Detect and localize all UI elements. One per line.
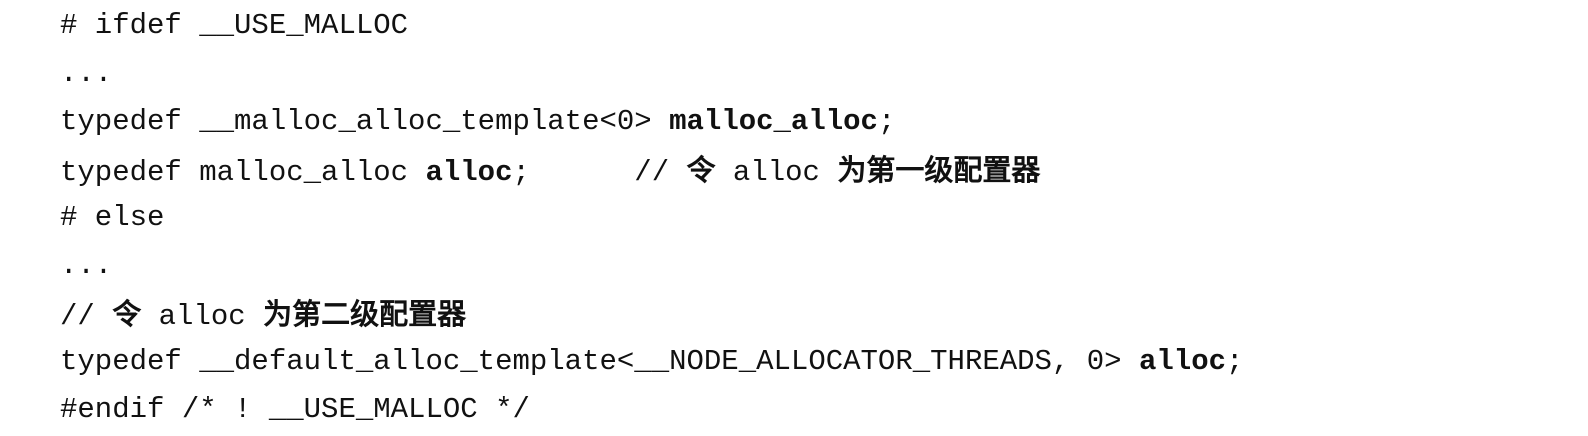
code-line: # else	[60, 194, 1570, 242]
code-identifier-bold: malloc_alloc	[669, 105, 878, 138]
code-line: typedef __default_alloc_template<__NODE_…	[60, 338, 1570, 386]
code-comment-cjk: 令	[112, 297, 142, 331]
code-text: #endif /* ! __USE_MALLOC */	[60, 393, 530, 426]
code-text: ...	[60, 57, 113, 90]
code-comment-cjk: 令	[686, 153, 716, 187]
code-comment-cjk: 为第一级配置器	[837, 153, 1041, 187]
code-text: ;	[1226, 345, 1244, 378]
code-text: ;	[877, 105, 896, 138]
code-line: typedef __malloc_alloc_template<0> mallo…	[60, 98, 1570, 146]
code-text: ...	[60, 249, 113, 282]
code-text: ; //	[512, 156, 687, 189]
code-identifier-bold: alloc	[1138, 345, 1226, 378]
code-line: # ifdef __USE_MALLOC	[60, 2, 1570, 50]
code-text: # ifdef __USE_MALLOC	[60, 9, 409, 42]
code-text: typedef __malloc_alloc_template<0>	[60, 105, 670, 138]
code-line: ...	[60, 50, 1570, 98]
code-text: # else	[60, 201, 165, 234]
code-text: //	[60, 300, 113, 333]
code-text: typedef malloc_alloc	[60, 156, 426, 189]
code-text: alloc	[715, 156, 838, 189]
code-line: #endif /* ! __USE_MALLOC */	[60, 386, 1570, 434]
code-line: typedef malloc_alloc alloc; // 令 alloc 为…	[60, 146, 1570, 194]
code-line: // 令 alloc 为第二级配置器	[60, 290, 1570, 338]
code-line: ...	[60, 242, 1570, 290]
code-text: alloc	[141, 300, 264, 333]
code-text: typedef __default_alloc_template<__NODE_…	[60, 345, 1139, 378]
code-identifier-bold: alloc	[425, 156, 513, 189]
code-comment-cjk: 为第二级配置器	[263, 297, 467, 331]
code-listing: # ifdef __USE_MALLOC... typedef __malloc_…	[60, 0, 1570, 434]
